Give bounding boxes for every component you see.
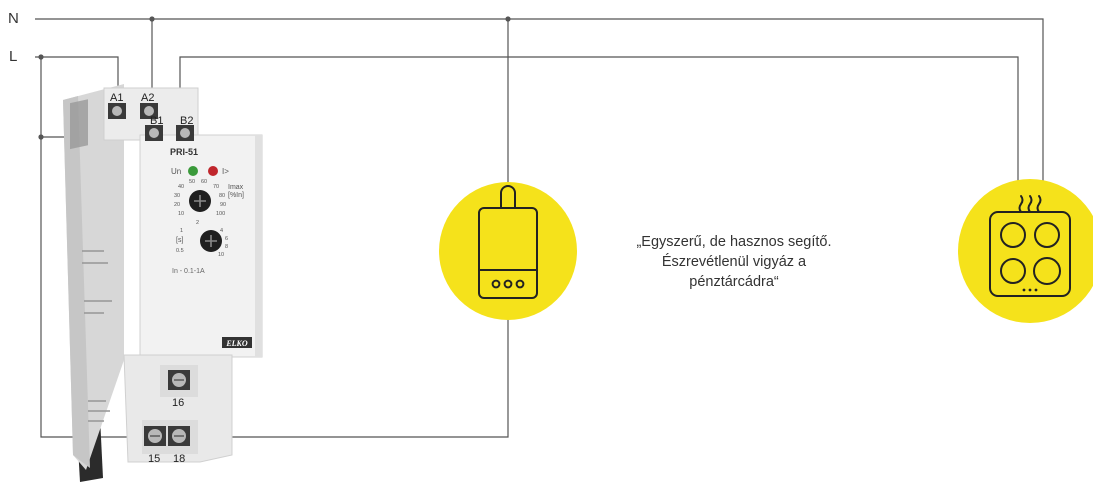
terminal-b1-label: B1 xyxy=(150,115,163,127)
imax-tick-label: 60 xyxy=(201,179,207,185)
testimonial-quote: „Egyszerű, de hasznos segítő. Észrevétle… xyxy=(604,232,864,292)
imax-tick-label: 20 xyxy=(174,202,180,208)
imax-label: Imax xyxy=(228,184,244,191)
junction-dot xyxy=(38,54,44,60)
relay-device: A1 A2 B1 B2 16 15 18 PRI-51 Un I> Imax [… xyxy=(63,84,263,482)
imax-tick-label: 10 xyxy=(178,211,184,217)
relay-front-right-edge xyxy=(255,135,262,357)
cooktop-device xyxy=(958,179,1093,323)
live-line-label: L xyxy=(9,48,18,65)
quote-line-1: „Egyszerű, de hasznos segítő. xyxy=(636,234,832,250)
quote-line-2: Észrevétlenül vigyáz a xyxy=(661,254,807,270)
b2-sense-wire xyxy=(179,56,1019,200)
terminal-15-label: 15 xyxy=(148,453,160,465)
imax-unit-label: [%In] xyxy=(228,192,244,199)
boiler-device xyxy=(439,182,577,320)
terminal-screws-bottom xyxy=(144,370,190,446)
imax-tick-label: 100 xyxy=(216,211,225,217)
brand-badge xyxy=(222,337,252,348)
indicator-overload-led xyxy=(208,166,218,176)
cooktop-control-dots xyxy=(1022,288,1038,292)
terminal-b2-label: B2 xyxy=(180,115,193,127)
imax-tick-label: 50 xyxy=(189,179,195,185)
neutral-wire xyxy=(35,18,1044,200)
delay-tick-label: 4 xyxy=(220,228,223,234)
terminal-screws-top xyxy=(108,103,194,141)
junction-dot xyxy=(505,16,511,22)
imax-tick-label: 90 xyxy=(220,202,226,208)
relay-front-face xyxy=(139,134,263,358)
t18-to-boiler-wire xyxy=(190,317,509,438)
delay-tick-label: 10 xyxy=(218,252,224,258)
terminal-18-label: 18 xyxy=(173,453,185,465)
delay-unit-label: [s] xyxy=(176,237,183,244)
cooktop-circle xyxy=(958,179,1093,323)
terminal-a1-label: A1 xyxy=(110,92,123,104)
indicator-overload-label: I> xyxy=(222,167,229,176)
imax-tick-label: 40 xyxy=(178,184,184,190)
terminal-16-label: 16 xyxy=(172,397,184,409)
live-down-wire xyxy=(40,57,148,438)
boiler-icon xyxy=(478,185,538,299)
quote-line-3: pénztárcádra“ xyxy=(689,274,779,290)
delay-tick-label: 8 xyxy=(225,244,228,250)
cooktop-icon xyxy=(989,195,1071,297)
delay-tick-label: 6 xyxy=(225,236,228,242)
boiler-circle xyxy=(439,182,577,320)
imax-tick-label: 80 xyxy=(219,193,225,199)
live-wire xyxy=(35,56,119,92)
imax-tick-label: 70 xyxy=(213,184,219,190)
relay-model-label: PRI-51 xyxy=(170,147,198,157)
delay-tick-label: 0.5 xyxy=(176,248,184,254)
knob-slot xyxy=(205,235,217,247)
side-label-print xyxy=(70,99,112,422)
delay-tick-label: 1 xyxy=(180,228,183,234)
current-range-label: In - 0.1-1A xyxy=(172,268,205,275)
delay-tick-label: 2 xyxy=(196,220,199,226)
wire-junctions xyxy=(38,16,511,140)
indicator-un-label: Un xyxy=(171,167,181,176)
junction-dot xyxy=(38,134,44,140)
imax-tick-label: 30 xyxy=(174,193,180,199)
brand-label: ELKO xyxy=(225,339,248,348)
neutral-line-label: N xyxy=(8,10,19,27)
terminal-a2-label: A2 xyxy=(141,92,154,104)
indicator-un-led xyxy=(188,166,198,176)
relay-side-shade xyxy=(63,96,90,468)
knob-slot xyxy=(194,195,206,207)
junction-dot xyxy=(149,16,155,22)
